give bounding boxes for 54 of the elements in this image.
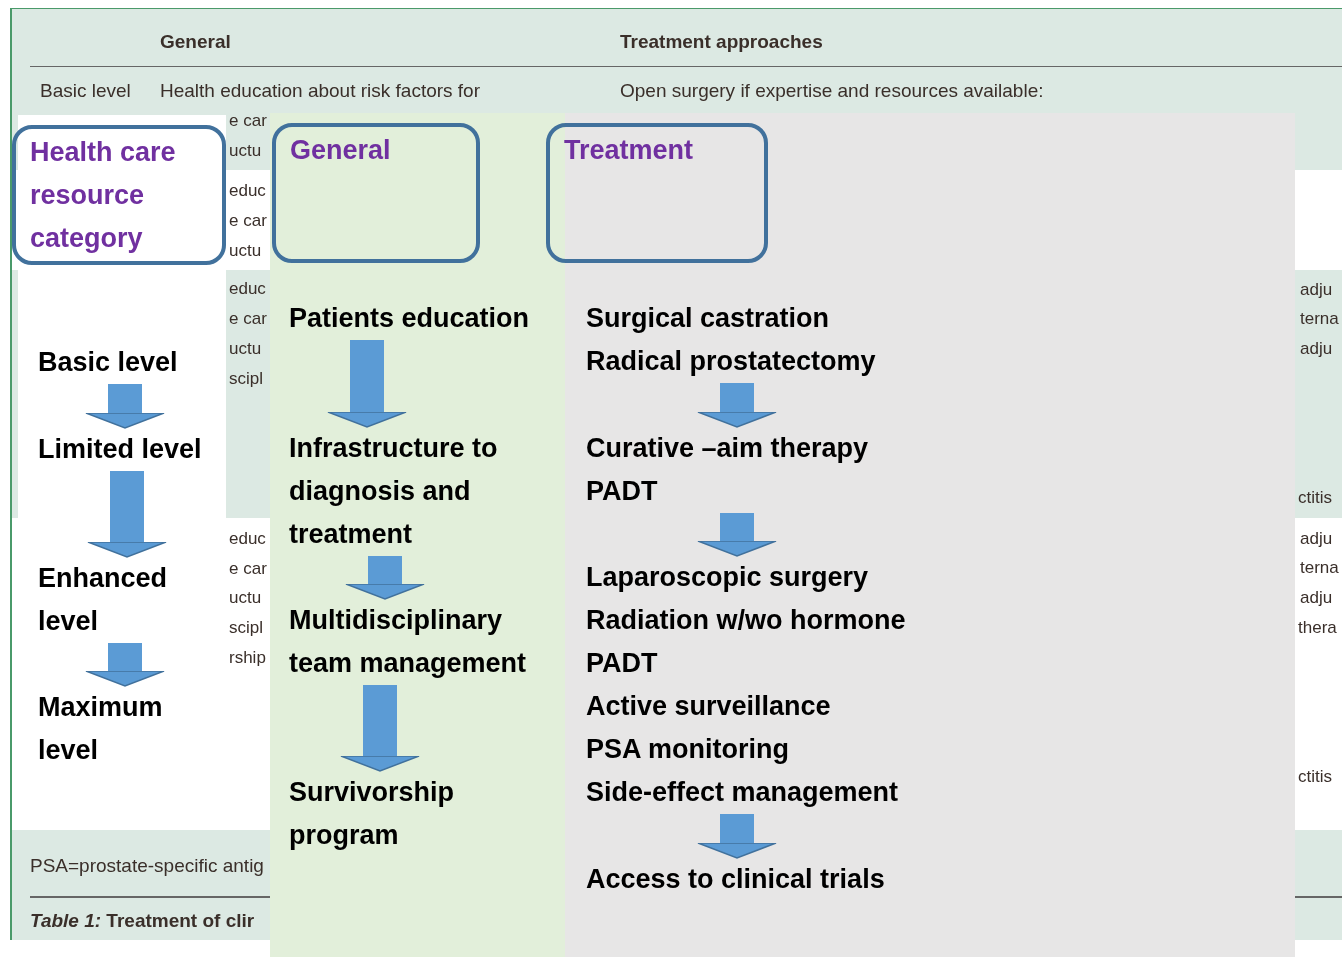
table-text: Table 1: Treatment of clir — [30, 910, 255, 932]
table-text: Treatment approaches — [620, 31, 823, 53]
table-text: uctu — [229, 338, 262, 360]
table-text: adju — [1300, 587, 1333, 609]
table-text: e car — [229, 558, 267, 580]
table-text: terna — [1300, 308, 1339, 330]
table-text: uctu — [229, 587, 262, 609]
table-text: adju — [1300, 279, 1333, 301]
table-text: ctitis — [1298, 766, 1332, 788]
table-text: ctitis — [1298, 487, 1332, 509]
table-text: e car — [229, 110, 267, 132]
table-text: Health education about risk factors for — [160, 80, 480, 102]
table-text: uctu — [229, 140, 262, 162]
item-text: Laparoscopic surgery Radiation w/wo hormone PADT Active surveillance PSA monitoring Side-effect management — [586, 556, 1006, 814]
item-text: Access to clinical trials — [586, 858, 1006, 901]
table-text: uctu — [229, 240, 262, 262]
item-text: Surgical castration Radical prostatectomy — [586, 297, 1006, 383]
item-text: Enhanced level — [38, 557, 226, 643]
item-text: Patients education — [289, 297, 559, 340]
heading-box: Health care resource category — [12, 125, 226, 265]
item-text: Multidisciplinary team management — [289, 599, 564, 685]
arrow — [327, 340, 407, 428]
item-text: Curative –aim therapy PADT — [586, 427, 1006, 513]
arrow — [85, 384, 165, 429]
item-text: Basic level — [38, 341, 226, 384]
heading-box: Treatment — [546, 123, 768, 263]
table-text: scipl — [229, 368, 263, 390]
table-text: thera — [1298, 617, 1337, 639]
table-text: PSA=prostate-specific antig — [30, 855, 264, 877]
table-text: adju — [1300, 528, 1333, 550]
table-text: e car — [229, 308, 267, 330]
table-text: scipl — [229, 617, 263, 639]
table-text: terna — [1300, 557, 1339, 579]
table-text: adju — [1300, 338, 1333, 360]
item-text: Infrastructure to diagnosis and treatment — [289, 427, 564, 556]
arrow — [87, 471, 167, 558]
arrow — [340, 685, 420, 772]
item-text: Limited level — [38, 428, 226, 471]
table-text: educ — [229, 528, 266, 550]
table-text: educ — [229, 278, 266, 300]
heading-box: General — [272, 123, 480, 263]
arrow — [697, 814, 777, 859]
item-text: Survivorship program — [289, 771, 559, 857]
arrow — [85, 643, 165, 687]
item-text: Maximum level — [38, 686, 226, 772]
arrow — [697, 383, 777, 428]
table-text: e car — [229, 210, 267, 232]
table-text: Open surgery if expertise and resources available: — [620, 80, 1044, 102]
table-text: General — [160, 31, 231, 53]
arrow — [697, 513, 777, 557]
table-text: educ — [229, 180, 266, 202]
table-text: Basic level — [40, 80, 131, 102]
arrow — [345, 556, 425, 600]
table-text: rship — [229, 647, 266, 669]
